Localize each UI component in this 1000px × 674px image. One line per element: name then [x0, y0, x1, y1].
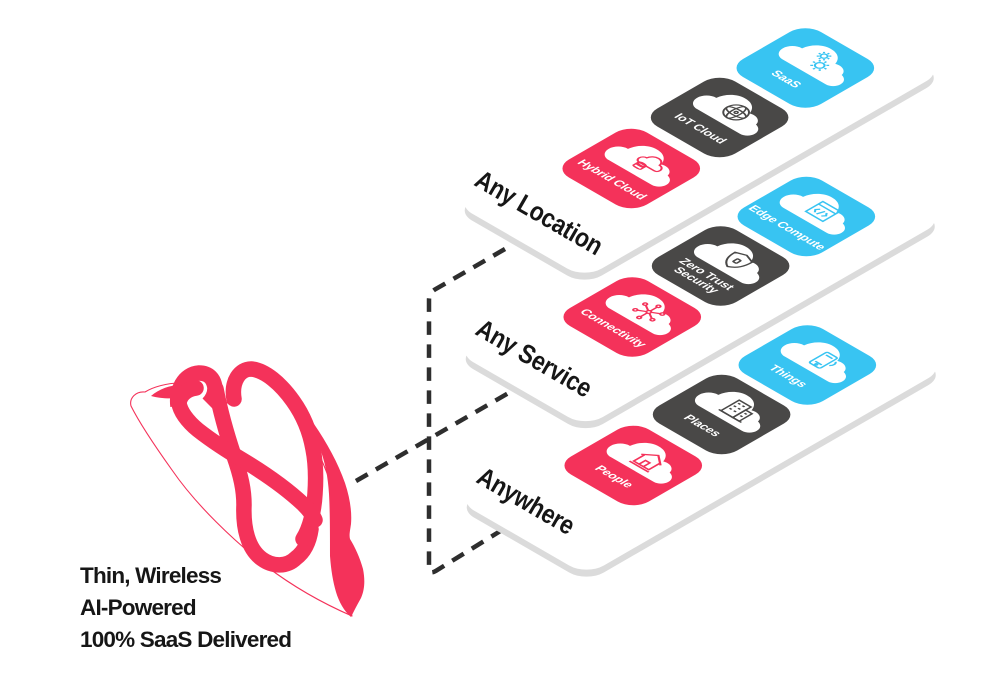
tile-places: Places [643, 369, 800, 460]
tile-connectivity: Connectivity [554, 272, 711, 362]
connector-trunk-any-location-to-anywhere [426, 247, 507, 575]
cloud-logo-group [130, 361, 365, 617]
hybrid-cloud-icon [632, 156, 663, 173]
plane-any-location: Hybrid Cloud IoT Cloud [454, 0, 944, 279]
cloud-shape [692, 94, 759, 136]
tile-edge-compute: Edge Compute [728, 171, 885, 262]
cloud-logo-wrap [171, 380, 323, 528]
cloud-shape [604, 145, 670, 187]
tile-things: Things [729, 320, 886, 410]
cloud-shape [606, 442, 672, 484]
cloud-shape [694, 391, 761, 433]
cloud-shape [605, 294, 671, 336]
code-window-icon [804, 200, 842, 223]
cloud-shape [778, 45, 844, 87]
building-icon [718, 399, 754, 423]
cloud-logo-extrusion [272, 378, 365, 617]
cloud-shape [779, 193, 845, 235]
tagline-line-1: Thin, Wireless [80, 563, 222, 588]
tile-zero-trust-security: Zero Trust Security [642, 221, 799, 311]
cloud-shape [693, 243, 760, 285]
connector-cloud-to-any-service [354, 389, 514, 483]
tagline-line-2: AI-Powered [80, 595, 197, 621]
plane-anywhere: People Places [456, 293, 946, 576]
device-icon [808, 351, 838, 369]
tile-saas: SaaS [727, 23, 884, 113]
cloud-logo-bump2-ring-right [225, 361, 324, 547]
house-icon [628, 453, 662, 473]
shield-lock-icon [725, 251, 754, 268]
network-hub-icon [632, 302, 666, 322]
tagline-line-3: 100% SaaS Delivered [80, 627, 292, 653]
tile-people: People [555, 420, 712, 511]
saas-gears-icon [810, 51, 832, 71]
iot-globe-icon [722, 104, 751, 121]
cloud-shape [780, 342, 846, 384]
tagline: Thin, Wireless AI-Powered 100% SaaS Deli… [80, 560, 292, 657]
tile-iot-cloud: IoT Cloud [641, 72, 798, 163]
tile-hybrid-cloud: Hybrid Cloud [553, 123, 710, 214]
plane-any-service: Connectivity Zero Trust Security [455, 144, 945, 427]
